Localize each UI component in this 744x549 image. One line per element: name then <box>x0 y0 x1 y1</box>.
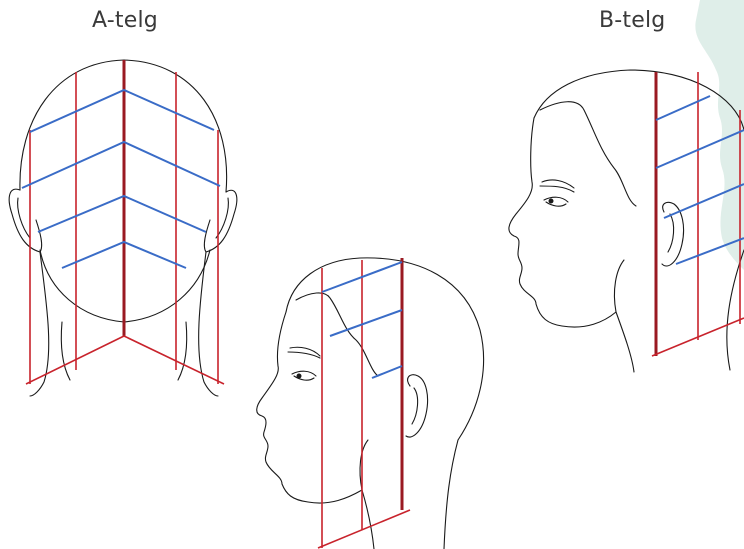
profile-right-face <box>509 118 616 327</box>
profile-right-skull <box>534 70 744 130</box>
right-ear <box>204 190 236 252</box>
profile-center-ear <box>406 375 428 437</box>
background-accent-shape <box>695 0 744 270</box>
head-profile-center <box>257 258 484 549</box>
profile-center-skull <box>286 258 484 440</box>
head-back-view <box>9 60 237 396</box>
head-profile-right <box>509 70 744 372</box>
left-ear <box>9 189 41 252</box>
profile-center-face <box>257 312 362 503</box>
